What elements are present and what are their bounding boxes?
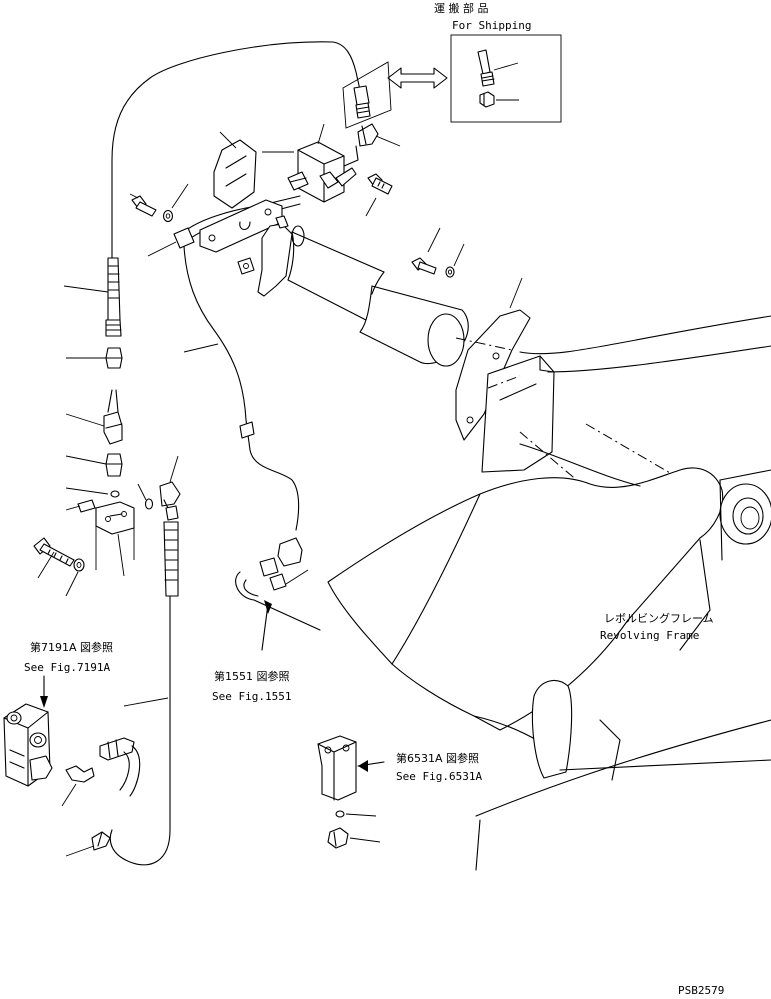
shipping-label-jp: 運 搬 部 品 (434, 1, 489, 15)
main-hose-loop (111, 41, 392, 259)
frame-label-jp: レボルビングフレーム (604, 611, 714, 625)
long-bolt (33, 537, 75, 567)
drawing-number: PSB2579 (678, 984, 724, 997)
frame-label-en: Revolving Frame (600, 629, 699, 642)
left-hose-assembly (33, 257, 181, 605)
ref-1551-group: 第1551 図参照 See Fig.1551 (212, 600, 291, 703)
ref-1551-jp: 第1551 図参照 (214, 669, 290, 683)
shipping-hose-fitting (477, 49, 495, 87)
bracket-assembly (129, 123, 401, 257)
shipping-label-en: For Shipping (452, 19, 531, 32)
ref-7191-jp: 第7191A 図参照 (30, 640, 113, 654)
lower-hose (65, 603, 171, 866)
revolving-frame: レボルビングフレーム Revolving Frame (327, 277, 771, 871)
shipping-parts-group: 運 搬 部 品 For Shipping (434, 1, 562, 123)
center-hose (183, 245, 321, 631)
double-arrow (387, 67, 448, 89)
valve-7191a: 第7191A 図参照 See Fig.7191A (3, 640, 141, 807)
block-6531a: 第6531A 図参照 See Fig.6531A (317, 735, 482, 849)
ref-6531-jp: 第6531A 図参照 (396, 751, 479, 765)
shipping-elbow (479, 91, 495, 108)
pivot-boss (679, 479, 771, 651)
pin-cylinder (237, 215, 469, 367)
ref-6531-en: See Fig.6531A (396, 770, 482, 783)
ref-7191-en: See Fig.7191A (24, 661, 110, 674)
shipping-box (450, 34, 562, 123)
ref-1551-en: See Fig.1551 (212, 690, 291, 703)
bolt-washer-right (411, 227, 465, 278)
